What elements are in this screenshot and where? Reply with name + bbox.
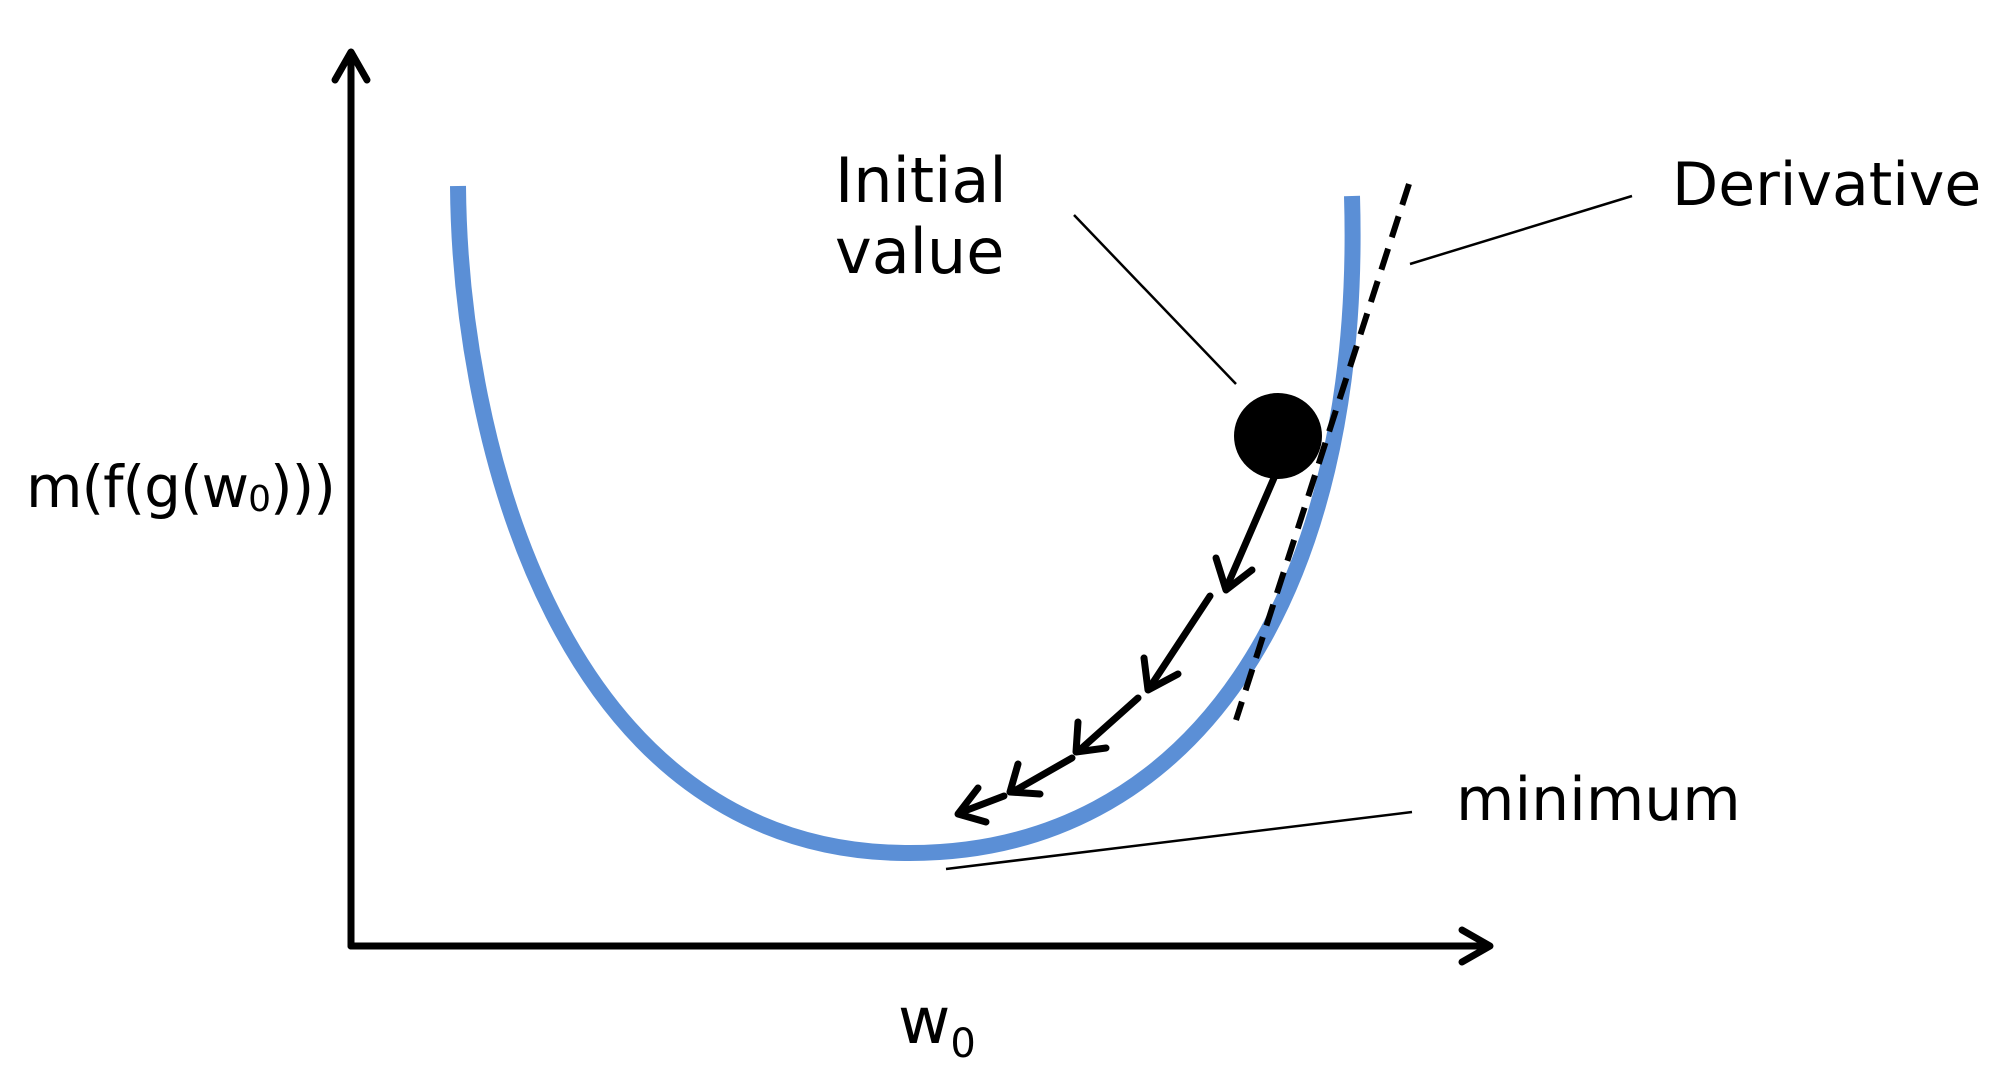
x-axis-label: w0 xyxy=(898,990,976,1064)
y-axis-label: m(f(g(w0))) xyxy=(26,458,336,520)
step-arrow-5-head xyxy=(954,784,990,826)
x-axis-label-subscript: 0 xyxy=(950,1021,976,1067)
step-arrow-3 xyxy=(1078,694,1142,752)
y-axis-label-subscript: 0 xyxy=(248,479,271,520)
step-arrow-1-head xyxy=(1212,554,1256,594)
step-arrow-2 xyxy=(1148,592,1214,688)
y-axis xyxy=(331,48,371,950)
loss-curve xyxy=(450,185,1361,862)
x-axis xyxy=(347,926,1494,966)
initial-value-label: Initial value xyxy=(835,145,1007,288)
initial-value-leader-line xyxy=(1073,214,1237,385)
y-axis-label-tail: ))) xyxy=(269,453,336,521)
y-axis-label-main: m(f(g(w xyxy=(26,453,249,521)
initial-value-label-line2: value xyxy=(835,215,1005,289)
step-arrow-3-head xyxy=(1072,718,1110,756)
derivative-leader-line xyxy=(1409,194,1633,266)
step-arrow-4 xyxy=(1012,754,1076,794)
minimum-label: minimum xyxy=(1456,765,1741,835)
step-arrow-5 xyxy=(958,792,1008,816)
step-arrow-2-head xyxy=(1140,654,1182,694)
minimum-leader-line xyxy=(945,810,1413,871)
x-axis-label-main: w xyxy=(898,985,951,1059)
derivative-tangent-line xyxy=(1233,183,1412,721)
descent-step-arrows xyxy=(954,474,1278,826)
initial-value-label-line1: Initial xyxy=(835,144,1007,217)
step-arrow-4-head xyxy=(1006,760,1044,798)
step-arrow-1 xyxy=(1224,474,1278,588)
initial-value-ball xyxy=(1234,393,1322,479)
derivative-label: Derivative xyxy=(1672,150,1982,220)
